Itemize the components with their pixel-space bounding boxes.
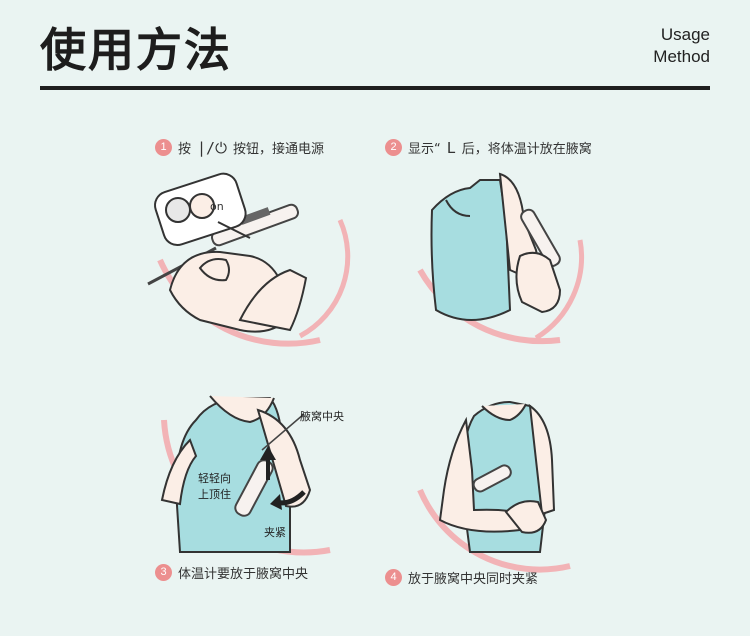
step-3-label: 3 体温计要放于腋窝中央 xyxy=(155,563,308,582)
step-1-text-after: 按钮，接通电源 xyxy=(232,142,324,157)
subtitle-method: Method xyxy=(653,47,710,66)
step-3-illustration xyxy=(140,380,470,610)
step-4-illustration xyxy=(410,380,740,610)
step-3-number: 3 xyxy=(155,564,172,581)
thermometer-icon xyxy=(472,464,512,493)
step-2-illustration xyxy=(410,160,740,390)
torso-icon xyxy=(160,395,312,553)
header-divider xyxy=(40,86,710,90)
page-title: 使用方法 xyxy=(40,23,232,77)
thermometer-icon xyxy=(520,208,561,268)
step-4-number: 4 xyxy=(385,569,402,586)
step-1-text-before: 按 xyxy=(178,142,192,157)
step-4-label: 4 放于腋窝中央同时夹紧 xyxy=(385,568,538,587)
step-2-arc-inner xyxy=(534,239,584,341)
step-4-text: 放于腋窝中央同时夹紧 xyxy=(408,572,539,587)
hand-icon xyxy=(504,500,548,534)
subtitle-usage: Usage xyxy=(660,25,710,44)
annotation-armpit-center: 腋窝中央 xyxy=(300,410,344,423)
step-1-illustration: on xyxy=(140,160,470,390)
torso-icon xyxy=(430,172,538,321)
hand-icon xyxy=(515,251,562,314)
annotation-push-up-line1: 轻轻向 xyxy=(198,472,231,485)
step-2-text-before: 显示“ xyxy=(408,142,441,157)
up-arrow-icon xyxy=(260,446,276,480)
hand-icon xyxy=(168,250,308,333)
step-2-text-after: 后，将体温计放在腋窝 xyxy=(461,142,592,157)
page-subtitle: Usage Method xyxy=(653,24,710,68)
annotation-push-up-line2: 上顶住 xyxy=(198,488,231,501)
step-1-arc-inner xyxy=(298,218,351,339)
step-1-label: 1 按 |/⏻ 按钮，接通电源 xyxy=(155,138,324,157)
step-1-number: 1 xyxy=(155,139,172,156)
power-button-icon: |/⏻ xyxy=(197,138,227,157)
step-3-text: 体温计要放于腋窝中央 xyxy=(178,567,309,582)
step-4-arc xyxy=(417,488,571,573)
thermometer-icon xyxy=(234,413,305,517)
display-symbol-icon: L xyxy=(446,138,456,157)
step-2-number: 2 xyxy=(385,139,402,156)
annotation-clamp: 夹紧 xyxy=(264,526,286,539)
device-on-label: on xyxy=(210,200,224,213)
step-2-arc xyxy=(417,268,561,345)
step-2-label: 2 显示“ L 后，将体温计放在腋窝 xyxy=(385,138,592,157)
clamp-arrow-icon xyxy=(270,490,306,510)
zoom-bubble xyxy=(154,172,251,247)
